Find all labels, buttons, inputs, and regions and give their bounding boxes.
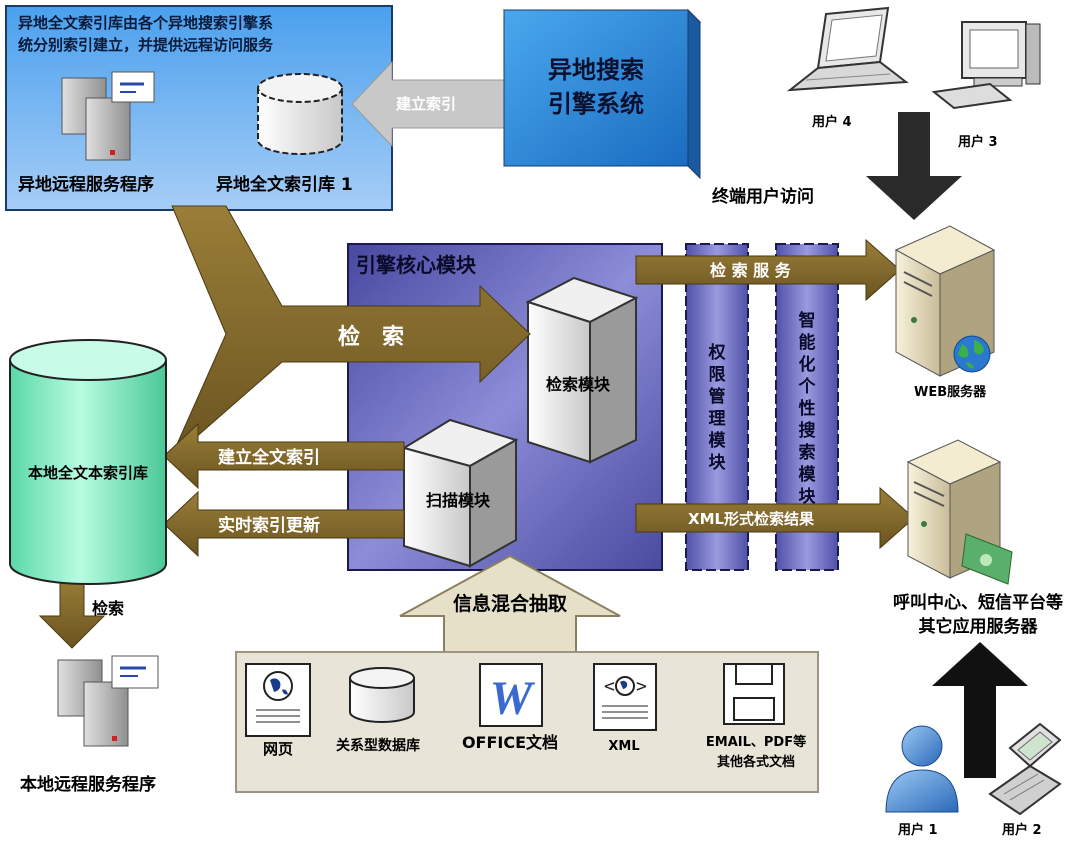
remote-engine-line1: 异地搜索 <box>548 56 644 84</box>
search-arrow: 检 索 <box>169 205 531 461</box>
search-arrow-label: 检 索 <box>338 324 404 350</box>
auth-module-char-1: 限 <box>709 365 726 385</box>
xml-result-arrow: XML形式检索结果 <box>635 486 915 550</box>
smart-module-char-0: 智 <box>799 310 816 331</box>
web-page-icon <box>245 663 311 737</box>
auth-module-char-2: 管 <box>709 386 726 407</box>
smart-module-char-2: 化 <box>799 354 816 375</box>
desktop-computer-icon <box>931 21 1041 110</box>
remote-index-db-icon <box>257 73 343 155</box>
app-server-icon <box>906 439 1013 585</box>
source-web-label: 网页 <box>263 740 293 758</box>
user-person-icon <box>885 725 959 813</box>
xml-result-label: XML形式检索结果 <box>688 510 815 528</box>
local-search-label: 检索 <box>92 599 124 618</box>
web-server-label: WEB服务器 <box>914 384 987 400</box>
auth-module-char-0: 权 <box>708 342 727 363</box>
smart-module-char-8: 块 <box>799 487 817 507</box>
remote-service-label: 异地远程服务程序 <box>18 174 154 195</box>
terminal-access-label: 终端用户访问 <box>712 186 814 207</box>
user-access-up-arrow <box>932 642 1028 778</box>
search-service-label: 检 索 服 务 <box>710 261 792 280</box>
source-other-line2: 其他各式文档 <box>717 754 795 770</box>
call-center-line2: 其它应用服务器 <box>919 616 1039 637</box>
build-fulltext-label: 建立全文索引 <box>218 447 320 468</box>
realtime-update-label: 实时索引更新 <box>218 515 320 536</box>
info-extract-label: 信息混合抽取 <box>453 592 567 615</box>
build-index-label: 建立索引 <box>396 95 456 113</box>
source-xml-label: XML <box>608 739 639 754</box>
svg-text:W: W <box>490 672 536 725</box>
remote-description-line2: 统分别索引建立，并提供远程访问服务 <box>18 36 274 54</box>
user2-label: 用户 2 <box>1001 822 1042 838</box>
relational-db-icon <box>349 667 415 723</box>
local-service-label: 本地远程服务程序 <box>20 774 156 795</box>
remote-search-engine-box: 异地搜索 引擎系统 <box>502 8 702 180</box>
realtime-update-arrow: 实时索引更新 <box>163 490 405 558</box>
source-rdb-label: 关系型数据库 <box>336 737 420 754</box>
call-center-line1: 呼叫中心、短信平台等 <box>893 592 1063 613</box>
mobile-phone-icon <box>988 722 1062 816</box>
xml-document-icon: < > <box>593 663 657 731</box>
laptop-icon <box>786 6 909 92</box>
info-extract-arrow: 信息混合抽取 <box>399 554 621 653</box>
smart-module-char-4: 性 <box>799 398 816 419</box>
svg-text:>: > <box>636 676 647 697</box>
local-fulltext-db-icon: 本地全文本索引库 <box>9 339 167 585</box>
engine-core-title: 引擎核心模块 <box>356 253 477 277</box>
search-service-arrow: 检 索 服 务 <box>635 238 901 302</box>
search-module-label: 检索模块 <box>546 375 611 394</box>
source-office-label: OFFICE文档 <box>462 733 558 752</box>
remote-description-line1: 异地全文索引库由各个异地搜索引擎系 <box>18 14 273 32</box>
office-document-icon: W <box>479 663 543 727</box>
user3-label: 用户 3 <box>957 134 998 150</box>
smart-module-char-7: 模 <box>799 464 817 485</box>
auth-module-char-3: 理 <box>709 409 726 429</box>
auth-module-char-4: 模 <box>709 430 727 451</box>
terminal-access-arrow <box>866 112 962 220</box>
search-module-box: 检索模块 <box>525 276 639 464</box>
user4-label: 用户 4 <box>811 114 852 130</box>
build-index-arrow: 建立索引 <box>351 60 509 148</box>
other-documents-icon <box>723 663 785 725</box>
source-other-line1: EMAIL、PDF等 <box>706 734 806 750</box>
smart-module-char-6: 索 <box>799 442 816 463</box>
scan-module-label: 扫描模块 <box>426 491 491 510</box>
auth-module-char-5: 块 <box>709 453 727 473</box>
remote-service-server-icon <box>61 71 155 161</box>
smart-module-char-1: 能 <box>799 332 816 353</box>
user1-label: 用户 1 <box>897 822 938 838</box>
scan-module-box: 扫描模块 <box>401 418 519 568</box>
web-server-icon <box>894 225 996 377</box>
smart-module-char-3: 个 <box>798 376 817 397</box>
svg-text:<: < <box>604 676 615 697</box>
local-service-server-icon <box>57 655 159 747</box>
build-fulltext-arrow: 建立全文索引 <box>163 422 405 490</box>
smart-module-char-5: 搜 <box>799 420 817 441</box>
remote-engine-line2: 引擎系统 <box>548 90 644 118</box>
local-db-label: 本地全文本索引库 <box>28 464 148 482</box>
remote-index-label: 异地全文索引库 1 <box>216 174 353 195</box>
